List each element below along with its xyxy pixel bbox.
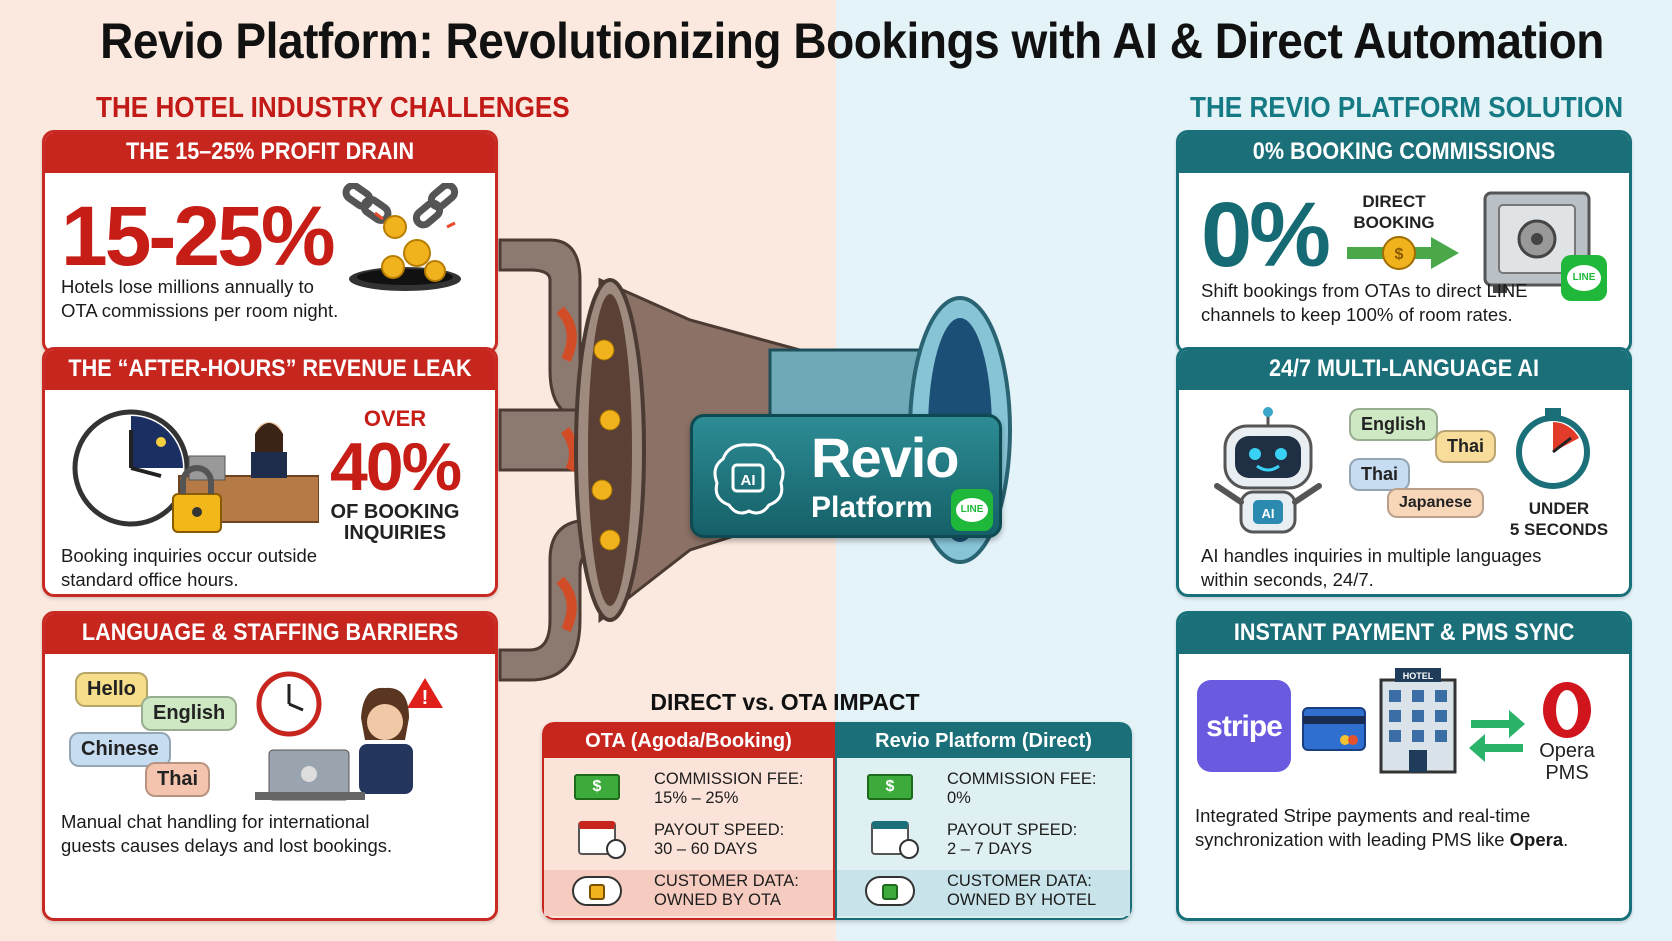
solution-heading: THE REVIO PLATFORM SOLUTION (1190, 92, 1624, 124)
stressed-staff-icon: ! (255, 671, 443, 801)
stopwatch-icon (1516, 408, 1590, 489)
hotel-building-icon: HOTEL (1379, 668, 1457, 774)
line-badge-icon: LINE (951, 489, 993, 531)
stat-over: OVER (363, 406, 427, 431)
line-badge-text: LINE (956, 498, 988, 522)
payment-pms-desc: Integrated Stripe payments and real-time… (1195, 805, 1569, 850)
bubble-hello: Hello (75, 672, 148, 707)
hotel-sign: HOTEL (1403, 671, 1434, 681)
line-icon-text: LINE (1567, 265, 1601, 291)
card-title: 0% BOOKING COMMISSIONS (1179, 133, 1629, 173)
sync-arrows-icon (1469, 710, 1525, 762)
multi-language-desc: AI handles inquiries in multiple languag… (1201, 545, 1542, 590)
robot-ai-label: AI (1262, 506, 1275, 521)
ota-row-payout: PAYOUT SPEED:30 – 60 DAYS (544, 819, 833, 865)
ai-brain-icon: AI (713, 443, 785, 515)
svg-text:$: $ (1395, 246, 1404, 263)
revio-column: Revio Platform (Direct) $ COMMISSION FEE… (835, 722, 1132, 920)
credit-card-icon (1302, 707, 1366, 751)
card-title: THE “AFTER-HOURS” REVENUE LEAK (45, 350, 495, 390)
profit-drain-desc: Hotels lose millions annually to OTA com… (61, 276, 339, 321)
after-hours-desc: Booking inquiries occur outside standard… (61, 545, 318, 590)
brand-name: Revio (811, 426, 959, 489)
ota-row-data: CUSTOMER DATA:OWNED BY OTA (544, 870, 833, 916)
bubble-thai-1: Thai (1435, 430, 1497, 463)
payment-pms-card: INSTANT PAYMENT & PMS SYNC stripe HOTEL … (1176, 611, 1632, 921)
brand-sub: Platform (811, 491, 933, 524)
ota-header: OTA (Agoda/Booking) (544, 724, 833, 758)
zero-commission-card: 0% BOOKING COMMISSIONS 0% DIRECT BOOKING… (1176, 130, 1632, 354)
bubble-english: English (141, 696, 238, 731)
robot-icon: AI (1214, 407, 1322, 534)
profit-drain-card: THE 15–25% PROFIT DRAIN 15-25% Hotels lo… (42, 130, 498, 354)
zero-commission-desc: Shift bookings from OTAs to direct LINE … (1201, 280, 1528, 325)
broken-chain-coins-icon (342, 183, 461, 291)
revio-row-payout: PAYOUT SPEED:2 – 7 DAYS (837, 819, 1130, 865)
after-hours-stat-block: OVER 40% OF BOOKING INQUIRIES (295, 406, 495, 544)
opera-logo-icon (1543, 682, 1591, 738)
stripe-logo: stripe (1197, 680, 1291, 772)
comparison-table: OTA (Agoda/Booking) $ COMMISSION FEE:15%… (542, 722, 1132, 920)
bubble-chinese: Chinese (69, 732, 171, 767)
zero-commission-stat: 0% (1201, 184, 1331, 286)
arrow-coin-icon: $ (1347, 236, 1459, 270)
after-hours-stat: 40% (329, 429, 462, 505)
under-5-seconds: UNDER 5 SECONDS (1509, 499, 1609, 539)
bubble-english: English (1349, 408, 1439, 441)
money-icon: $ (574, 774, 620, 800)
bubble-thai: Thai (145, 762, 211, 797)
bubble-thai-2: Thai (1349, 458, 1411, 491)
line-icon: LINE (1561, 255, 1607, 301)
ai-brain-label: AI (741, 472, 756, 489)
bubble-japanese: Japanese (1387, 488, 1484, 518)
card-title: 24/7 MULTI-LANGUAGE AI (1179, 350, 1629, 390)
page-title: Revio Platform: Revolutionizing Bookings… (100, 13, 1604, 69)
revio-header: Revio Platform (Direct) (837, 724, 1130, 758)
comparison-title: DIRECT vs. OTA IMPACT (650, 689, 920, 715)
clock-lock-receptionist-icon (72, 409, 319, 533)
money-icon: $ (867, 774, 913, 800)
challenges-heading: THE HOTEL INDUSTRY CHALLENGES (96, 92, 570, 124)
profit-drain-stat: 15-25% (61, 189, 336, 283)
card-title: LANGUAGE & STAFFING BARRIERS (45, 614, 495, 654)
opera-pms-label: Opera PMS (1539, 740, 1595, 784)
direct-booking-label: DIRECT BOOKING (1353, 192, 1435, 232)
language-barriers-card: LANGUAGE & STAFFING BARRIERS Hello Engli… (42, 611, 498, 921)
card-title: THE 15–25% PROFIT DRAIN (45, 133, 495, 173)
ota-column: OTA (Agoda/Booking) $ COMMISSION FEE:15%… (542, 722, 835, 920)
revio-row-commission: $ COMMISSION FEE:0% (837, 768, 1130, 814)
multi-language-ai-card: 24/7 MULTI-LANGUAGE AI AI English Thai T… (1176, 347, 1632, 597)
svg-text:!: ! (422, 687, 429, 709)
after-hours-card: THE “AFTER-HOURS” REVENUE LEAK OVER 40% … (42, 347, 498, 597)
revio-platform-badge: AI Revio Platform LINE (690, 414, 1002, 538)
card-title: INSTANT PAYMENT & PMS SYNC (1179, 614, 1629, 654)
ota-row-commission: $ COMMISSION FEE:15% – 25% (544, 768, 833, 814)
language-barriers-desc: Manual chat handling for international g… (61, 811, 393, 856)
revio-row-data: CUSTOMER DATA:OWNED BY HOTEL (837, 870, 1130, 916)
